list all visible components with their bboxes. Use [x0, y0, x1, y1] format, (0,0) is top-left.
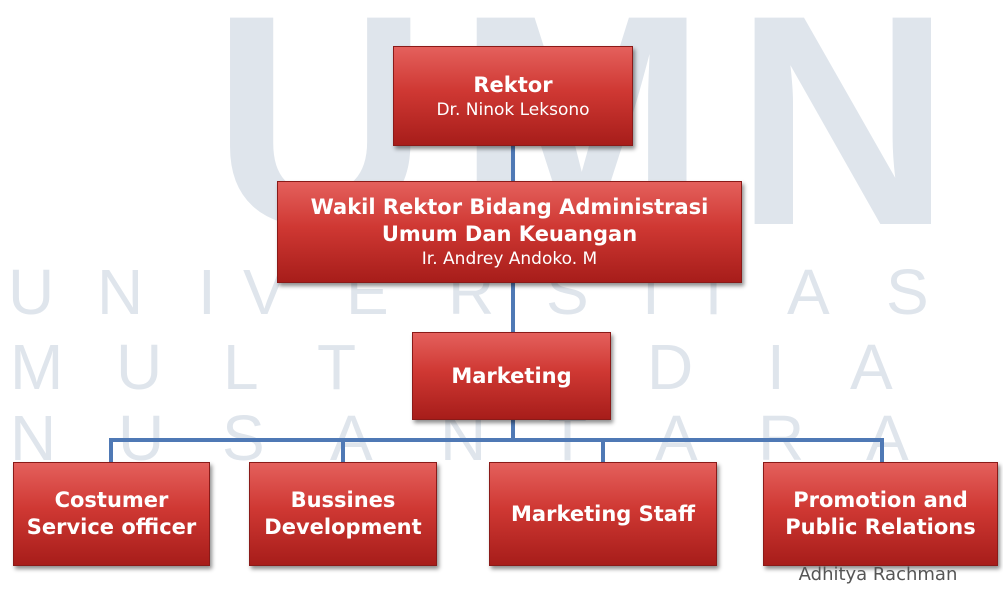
org-node-wakil-rektor: Wakil Rektor Bidang Administrasi Umum Da… [277, 181, 742, 283]
bussines-line2: Development [264, 515, 422, 539]
wakil-title-line2: Umum Dan Keuangan [381, 222, 638, 246]
promotion-line1: Promotion and [793, 488, 968, 512]
costumer-line2: Service officer [26, 515, 197, 539]
wakil-name: Ir. Andrey Andoko. M [421, 249, 598, 269]
org-node-bussines-development: Bussines Development [249, 462, 437, 566]
rektor-name: Dr. Ninok Leksono [436, 99, 590, 120]
promotion-person-name: Adhitya Rachman [798, 564, 958, 585]
rektor-title: Rektor [473, 72, 553, 97]
costumer-line1: Costumer [54, 488, 169, 512]
marketing-title: Marketing [451, 363, 572, 388]
org-node-promotion-public-relations: Promotion and Public Relations [763, 462, 998, 566]
bussines-line1: Bussines [290, 488, 396, 512]
org-node-marketing-staff: Marketing Staff [489, 462, 717, 566]
promotion-line2: Public Relations [785, 515, 976, 539]
wakil-title-line1: Wakil Rektor Bidang Administrasi [310, 195, 709, 219]
org-node-costumer-service: Costumer Service officer [13, 462, 210, 566]
org-node-marketing: Marketing [412, 332, 611, 420]
marketing-staff-label: Marketing Staff [511, 501, 695, 526]
org-node-rektor: Rektor Dr. Ninok Leksono [393, 46, 633, 146]
